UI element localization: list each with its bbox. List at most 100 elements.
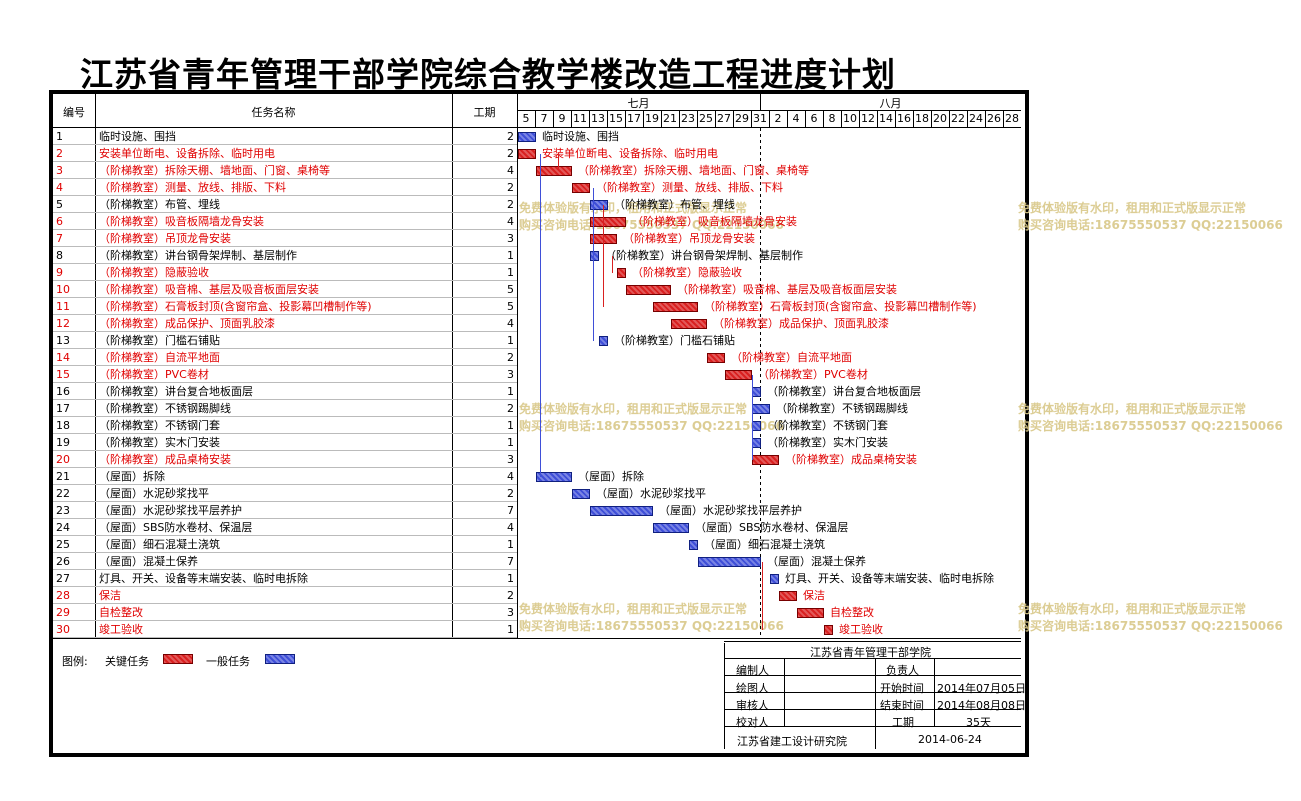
day-divider <box>805 110 806 128</box>
normal-task-bar[interactable] <box>599 336 608 346</box>
normal-task-bar[interactable] <box>590 506 653 516</box>
day-label: 18 <box>915 112 929 125</box>
critical-task-bar[interactable] <box>590 217 626 227</box>
critical-task-bar[interactable] <box>572 183 590 193</box>
day-divider <box>697 110 698 128</box>
critical-task-bar[interactable] <box>626 285 671 295</box>
title-block-proofer: 校对人 <box>736 716 769 729</box>
title-block-line <box>724 643 725 749</box>
critical-task-bar[interactable] <box>518 149 536 159</box>
title-block-institute: 江苏省建工设计研究院 <box>737 735 847 748</box>
day-label: 7 <box>540 112 548 125</box>
task-name: （阶梯教室）拆除天棚、墙地面、门窗、桌椅等 <box>99 164 330 177</box>
task-name: （阶梯教室）自流平地面 <box>99 351 220 364</box>
row-divider <box>53 433 517 434</box>
bar-label: （阶梯教室）吸音棉、基层及吸音板面层安装 <box>677 283 897 296</box>
normal-task-bar[interactable] <box>572 489 590 499</box>
month-divider <box>760 94 761 110</box>
normal-task-bar[interactable] <box>518 132 536 142</box>
bar-label: （屋面）水泥砂浆找平 <box>596 487 706 500</box>
task-duration: 3 <box>507 368 514 381</box>
critical-task-bar[interactable] <box>779 591 797 601</box>
normal-task-bar[interactable] <box>752 438 761 448</box>
task-no: 8 <box>56 249 63 262</box>
dependency-line <box>762 562 763 630</box>
normal-task-bar[interactable] <box>770 574 779 584</box>
task-name: 保洁 <box>99 589 121 602</box>
task-name: （阶梯教室）门槛石铺贴 <box>99 334 220 347</box>
day-label: 27 <box>717 112 731 125</box>
normal-task-bar[interactable] <box>689 540 698 550</box>
day-label: 9 <box>558 112 566 125</box>
task-name: （阶梯教室）吊顶龙骨安装 <box>99 232 231 245</box>
bar-label: （屋面）拆除 <box>578 470 644 483</box>
title-block-line <box>724 658 1021 659</box>
dependency-line <box>603 205 604 307</box>
task-duration: 2 <box>507 402 514 415</box>
day-divider <box>625 110 626 128</box>
day-divider <box>661 110 662 128</box>
critical-task-bar[interactable] <box>653 302 698 312</box>
normal-task-bar[interactable] <box>698 557 761 567</box>
task-duration: 4 <box>507 521 514 534</box>
critical-task-bar[interactable] <box>797 608 824 618</box>
task-name: （屋面）混凝土保养 <box>99 555 198 568</box>
normal-task-bar[interactable] <box>536 472 572 482</box>
task-no: 6 <box>56 215 63 228</box>
day-label: 5 <box>522 112 530 125</box>
watermark-line1: 免费体验版有水印，租用和正式版显示正常 <box>519 402 748 416</box>
normal-task-bar[interactable] <box>653 523 689 533</box>
normal-task-bar[interactable] <box>590 251 599 261</box>
task-no: 13 <box>56 334 70 347</box>
bar-label: （阶梯教室）吸音板隔墙龙骨安装 <box>632 215 797 228</box>
critical-task-bar[interactable] <box>671 319 707 329</box>
task-no: 17 <box>56 402 70 415</box>
task-duration: 3 <box>507 606 514 619</box>
row-divider <box>53 586 517 587</box>
dependency-line <box>558 154 559 171</box>
day-label: 31 <box>753 112 767 125</box>
dependency-line <box>593 188 594 341</box>
bar-label: （屋面）细石混凝土浇筑 <box>704 538 825 551</box>
task-duration: 2 <box>507 351 514 364</box>
day-label: 15 <box>609 112 623 125</box>
task-duration: 1 <box>507 436 514 449</box>
critical-task-bar[interactable] <box>752 455 779 465</box>
bar-label: （阶梯教室）隐蔽验收 <box>632 266 742 279</box>
normal-task-bar[interactable] <box>752 421 761 431</box>
row-divider <box>53 331 517 332</box>
task-duration: 1 <box>507 538 514 551</box>
critical-task-bar[interactable] <box>824 625 833 635</box>
task-name: （屋面）水泥砂浆找平 <box>99 487 209 500</box>
task-name: 临时设施、围挡 <box>99 130 176 143</box>
header-line <box>517 110 1021 111</box>
critical-task-bar[interactable] <box>536 166 572 176</box>
task-duration: 5 <box>507 300 514 313</box>
day-divider <box>751 110 752 128</box>
day-label: 17 <box>627 112 641 125</box>
watermark-line2: 购买咨询电话:18675550537 QQ:22150066 <box>519 419 784 433</box>
day-divider <box>589 110 590 128</box>
watermark-line1: 免费体验版有水印，租用和正式版显示正常 <box>519 602 748 616</box>
day-divider <box>607 110 608 128</box>
day-divider <box>895 110 896 128</box>
critical-task-bar[interactable] <box>725 370 752 380</box>
bar-label: （阶梯教室）成品桌椅安装 <box>785 453 917 466</box>
task-duration: 2 <box>507 130 514 143</box>
normal-task-bar[interactable] <box>752 387 761 397</box>
task-name: （阶梯教室）讲台钢骨架焊制、基层制作 <box>99 249 297 262</box>
task-name: （屋面）SBS防水卷材、保温层 <box>99 521 253 534</box>
title-block-end-label: 结束时间 <box>880 699 924 712</box>
day-label: 10 <box>843 112 857 125</box>
dependency-line <box>752 375 753 460</box>
critical-task-bar[interactable] <box>707 353 725 363</box>
normal-task-bar[interactable] <box>590 200 608 210</box>
task-no: 24 <box>56 521 70 534</box>
title-block-line <box>724 692 1021 693</box>
bar-label: （阶梯教室）讲台钢骨架焊制、基层制作 <box>605 249 803 262</box>
watermark-line1: 免费体验版有水印，租用和正式版显示正常 <box>1018 201 1247 215</box>
watermark-line2: 购买咨询电话:18675550537 QQ:22150066 <box>1018 419 1283 433</box>
day-divider <box>823 110 824 128</box>
critical-task-bar[interactable] <box>617 268 626 278</box>
normal-task-bar[interactable] <box>752 404 770 414</box>
